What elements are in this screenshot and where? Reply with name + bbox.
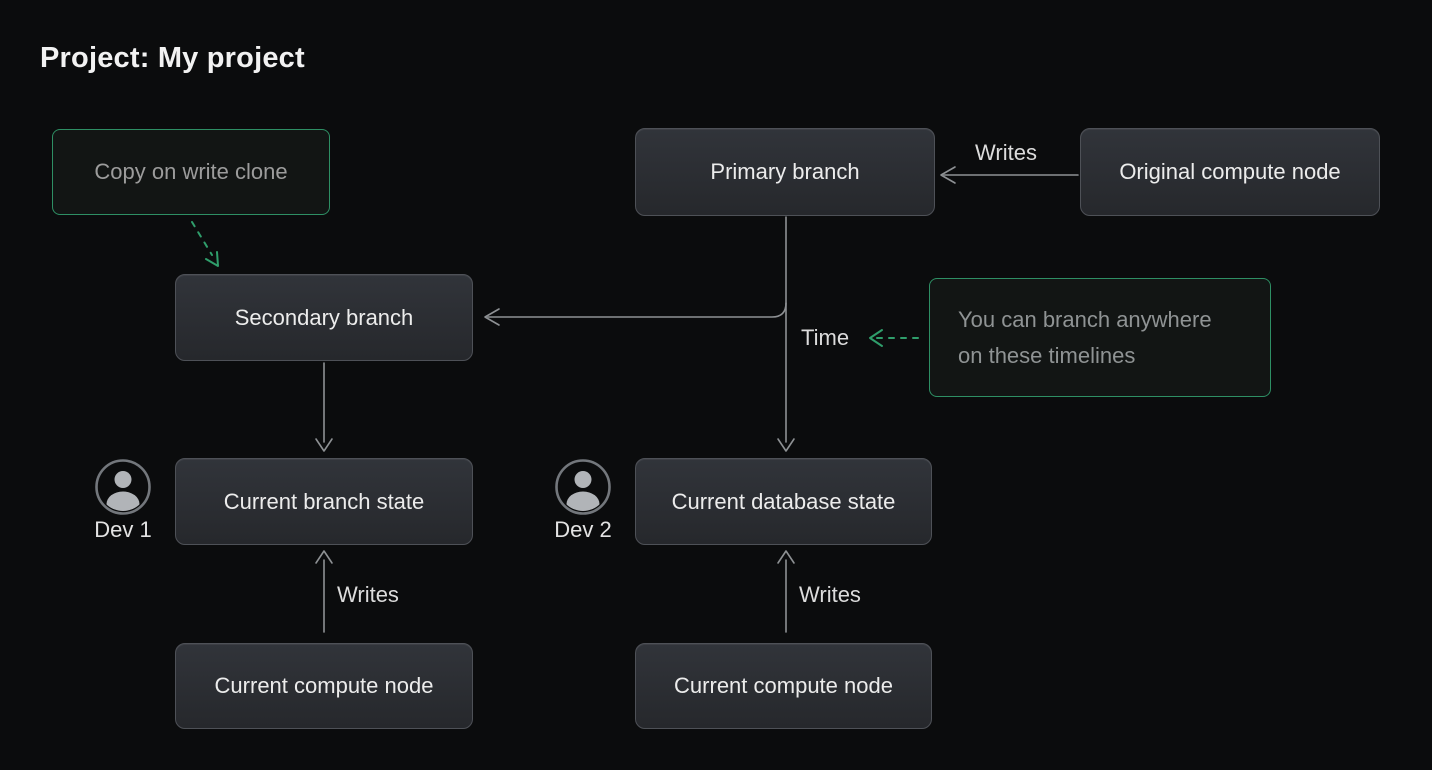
node-branch-note: You can branch anywhere on these timelin… — [929, 278, 1271, 397]
node-current-database-state: Current database state — [635, 458, 932, 545]
node-original-compute-node: Original compute node — [1080, 128, 1380, 216]
node-current-compute-node-middle: Current compute node — [635, 643, 932, 729]
branch-note-line2: on these timelines — [958, 342, 1136, 368]
dev1-avatar-icon — [95, 459, 151, 515]
node-current-branch-state: Current branch state — [175, 458, 473, 545]
label-writes-top: Writes — [975, 140, 1037, 165]
node-current-compute-node-middle-label: Current compute node — [674, 673, 893, 698]
node-current-compute-node-left-label: Current compute node — [214, 673, 434, 698]
node-current-compute-node-left: Current compute node — [175, 643, 473, 729]
page-title: Project: My project — [40, 42, 305, 74]
arrow-clone-to-secondary — [191, 221, 213, 256]
node-copy-on-write-clone-label: Copy on write clone — [94, 159, 288, 184]
node-primary-branch-label: Primary branch — [710, 159, 860, 184]
dev2-label: Dev 2 — [554, 517, 612, 542]
node-primary-branch: Primary branch — [635, 128, 935, 216]
label-time: Time — [801, 325, 850, 350]
label-writes-left: Writes — [337, 582, 399, 607]
node-original-compute-node-label: Original compute node — [1119, 159, 1341, 184]
arrowhead-clone-to-secondary — [205, 251, 219, 267]
arrowhead-timeline — [777, 438, 795, 452]
arrowhead-writes-left — [315, 550, 333, 564]
node-current-database-state-label: Current database state — [671, 488, 896, 514]
node-secondary-branch-label: Secondary branch — [234, 304, 414, 330]
label-writes-middle: Writes — [799, 582, 861, 607]
node-current-branch-state-label: Current branch state — [223, 488, 425, 514]
arrowhead-secondary-down — [315, 438, 333, 452]
node-copy-on-write-clone: Copy on write clone — [52, 129, 330, 215]
arrowhead-writes-middle — [777, 550, 795, 564]
node-secondary-branch: Secondary branch — [175, 274, 473, 361]
branch-note-line1: You can branch anywhere — [958, 306, 1212, 332]
arrowhead-note-to-time — [869, 329, 883, 347]
dev2-avatar-icon — [555, 459, 611, 515]
arrow-branch-to-secondary — [487, 302, 787, 318]
dev1-label: Dev 1 — [94, 517, 152, 542]
arrowhead-branch-to-secondary — [484, 308, 500, 326]
arrowhead-writes-top — [940, 166, 956, 184]
